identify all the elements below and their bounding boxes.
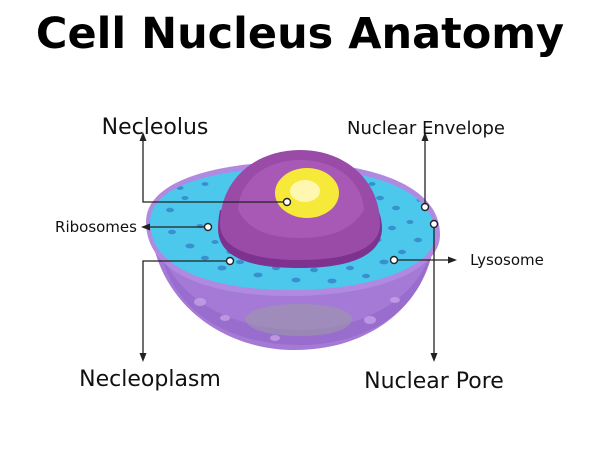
label-nucleoplasm: Necleoplasm — [79, 367, 221, 392]
label-nuclear-pore: Nuclear Pore — [364, 369, 504, 394]
label-nuclear-envelope: Nuclear Envelope — [347, 118, 505, 139]
lysosome-marker — [391, 257, 398, 264]
label-lysosome: Lysosome — [470, 251, 544, 269]
label-nucleolus: Necleolus — [102, 115, 209, 140]
nucleolus-marker — [284, 199, 291, 206]
nucleolus-inner — [290, 180, 320, 202]
ribosomes-marker — [205, 224, 212, 231]
nucleoplasm-marker — [227, 258, 234, 265]
page-title: Cell Nucleus Anatomy — [36, 9, 564, 59]
nuclear-envelope-marker — [422, 204, 429, 211]
label-ribosomes: Ribosomes — [55, 218, 137, 236]
nuclear-pore-marker — [431, 221, 438, 228]
cell-illustration — [146, 150, 440, 350]
